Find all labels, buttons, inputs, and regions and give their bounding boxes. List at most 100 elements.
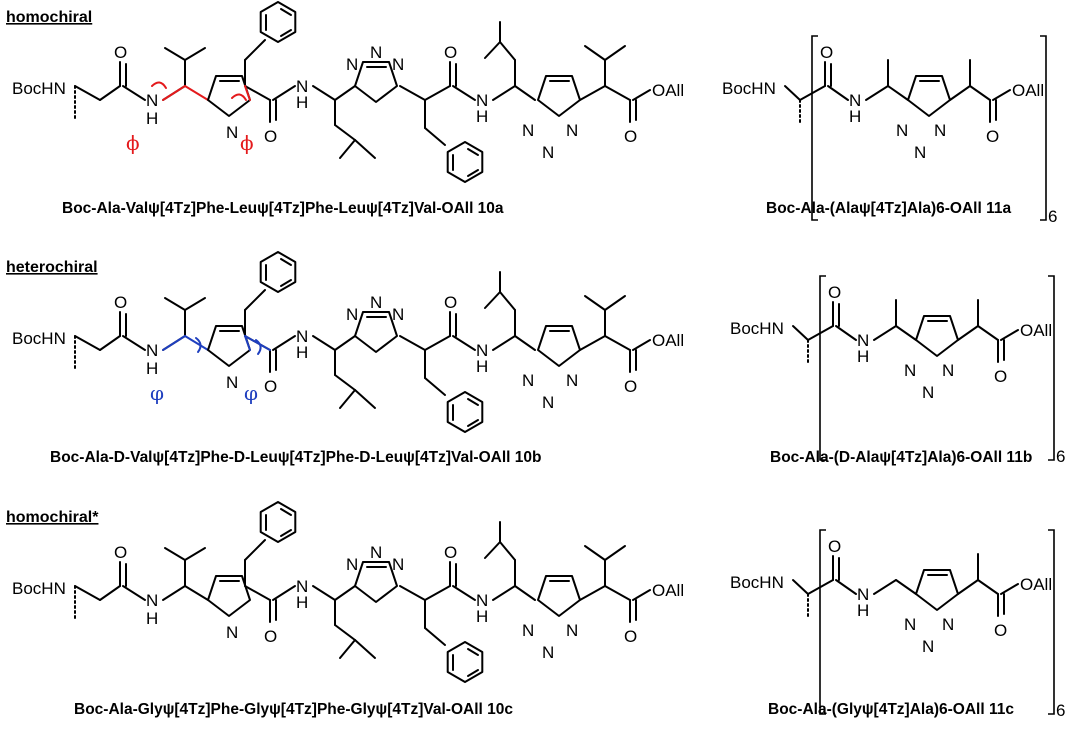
atom-bochn: BocHN — [722, 79, 776, 98]
atom-n: N — [922, 637, 934, 656]
atom-o: O — [624, 377, 637, 396]
atom-oall: OAll — [1020, 321, 1052, 340]
atom-o: O — [264, 627, 277, 646]
atom-oall: OAll — [1012, 81, 1044, 100]
atom-n: N — [934, 121, 946, 140]
atom-o: O — [828, 537, 841, 556]
atom-n: N — [370, 293, 382, 312]
atom-n: N — [904, 361, 916, 380]
phi-label: ϕ — [240, 131, 254, 155]
atom-o: O — [264, 127, 277, 146]
atom-n: N — [370, 543, 382, 562]
atom-n: N — [392, 55, 404, 74]
repeat-count: 6 — [1056, 447, 1065, 466]
phi-label: φ — [244, 381, 258, 405]
atom-o: O — [114, 293, 127, 312]
atom-bochn: BocHN — [12, 579, 66, 598]
atom-h: H — [146, 109, 158, 128]
caption-10a: Boc-Ala-Valψ[4Tz]Phe-Leuψ[4Tz]Phe-Leuψ[4… — [62, 200, 504, 217]
atom-n: N — [346, 555, 358, 574]
atom-n: N — [542, 393, 554, 412]
atom-o: O — [624, 127, 637, 146]
caption-11b: Boc-Ala-(D-Alaψ[4Tz]Ala)6-OAll 11b — [770, 449, 1032, 466]
atom-n: N — [392, 305, 404, 324]
atom-n: N — [146, 591, 158, 610]
atom-oall: OAll — [652, 81, 684, 100]
atom-h: H — [849, 107, 861, 126]
atom-oall: OAll — [1020, 575, 1052, 594]
atom-n: N — [904, 615, 916, 634]
molecule-11c: BocHN O N H N N N O OAll 6 — [730, 529, 1065, 720]
atom-n: N — [522, 621, 534, 640]
atom-oall: OAll — [652, 331, 684, 350]
atom-o: O — [444, 543, 457, 562]
atom-n: N — [566, 371, 578, 390]
repeat-count: 6 — [1056, 701, 1065, 720]
atom-n: N — [476, 341, 488, 360]
atom-n: N — [476, 91, 488, 110]
atom-n: N — [226, 623, 238, 642]
atom-o: O — [994, 367, 1007, 386]
atom-h: H — [296, 93, 308, 112]
atom-h: H — [476, 107, 488, 126]
atom-n: N — [146, 341, 158, 360]
atom-o: O — [114, 43, 127, 62]
atom-bochn: BocHN — [730, 319, 784, 338]
atom-o: O — [828, 283, 841, 302]
atom-h: H — [476, 607, 488, 626]
atom-o: O — [444, 43, 457, 62]
atom-oall: OAll — [652, 581, 684, 600]
atom-o: O — [994, 621, 1007, 640]
atom-n: N — [942, 361, 954, 380]
atom-n: N — [146, 91, 158, 110]
atom-n: N — [522, 121, 534, 140]
atom-n: N — [849, 91, 861, 110]
molecule-11a: BocHN O N H N N N O OAll 6 — [722, 35, 1057, 226]
atom-h: H — [296, 343, 308, 362]
atom-n: N — [296, 327, 308, 346]
atom-bochn: BocHN — [12, 79, 66, 98]
phi-label: ϕ — [126, 131, 140, 155]
atom-n: N — [346, 305, 358, 324]
molecule-10a: BocHN O N H N O N H N N N O N H N N N O … — [12, 1, 684, 183]
atom-n: N — [566, 621, 578, 640]
atom-n: N — [370, 43, 382, 62]
atom-o: O — [624, 627, 637, 646]
atom-o: O — [820, 43, 833, 62]
atom-o: O — [444, 293, 457, 312]
atom-n: N — [296, 577, 308, 596]
atom-n: N — [566, 121, 578, 140]
section-title-homochiral-star: homochiral* — [6, 509, 99, 526]
atom-n: N — [896, 121, 908, 140]
molecule-11b: BocHN O N H N N N O OAll 6 — [730, 275, 1065, 466]
atom-n: N — [857, 331, 869, 350]
repeat-count: 6 — [1048, 207, 1057, 226]
atom-bochn: BocHN — [12, 329, 66, 348]
phi-label: φ — [150, 381, 164, 405]
atom-o: O — [114, 543, 127, 562]
section-title-homochiral: homochiral — [6, 9, 92, 26]
atom-n: N — [922, 383, 934, 402]
section-title-heterochiral: heterochiral — [6, 259, 98, 276]
molecule-10c: BocHN O N H N O N H N N N O N H N N N O … — [12, 501, 684, 683]
atom-h: H — [476, 357, 488, 376]
atom-bochn: BocHN — [730, 573, 784, 592]
atom-o: O — [986, 127, 999, 146]
caption-11c: Boc-Ala-(Glyψ[4Tz]Ala)6-OAll 11c — [768, 701, 1014, 718]
atom-n: N — [346, 55, 358, 74]
caption-10c: Boc-Ala-Glyψ[4Tz]Phe-Glyψ[4Tz]Phe-Glyψ[4… — [74, 701, 513, 718]
caption-10b: Boc-Ala-D-Valψ[4Tz]Phe-D-Leuψ[4Tz]Phe-D-… — [50, 449, 541, 466]
atom-n: N — [392, 555, 404, 574]
atom-n: N — [857, 585, 869, 604]
atom-n: N — [522, 371, 534, 390]
atom-n: N — [476, 591, 488, 610]
atom-h: H — [146, 609, 158, 628]
caption-11a: Boc-Ala-(Alaψ[4Tz]Ala)6-OAll 11a — [766, 200, 1011, 217]
atom-n: N — [542, 643, 554, 662]
atom-n: N — [226, 373, 238, 392]
atom-h: H — [857, 601, 869, 620]
atom-h: H — [296, 593, 308, 612]
atom-h: H — [146, 359, 158, 378]
atom-h: H — [857, 347, 869, 366]
